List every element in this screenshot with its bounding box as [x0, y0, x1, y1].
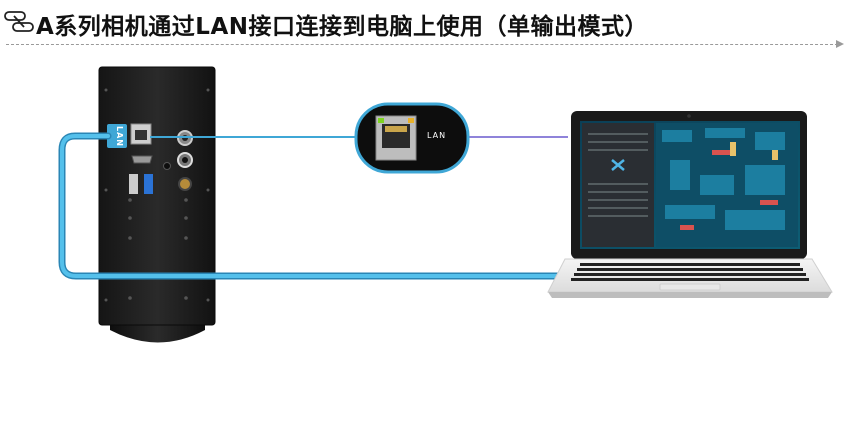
link-icon	[4, 11, 34, 32]
camera-body	[98, 66, 216, 326]
lan-plug-label: LAN	[115, 126, 124, 147]
usb-port-icon	[129, 174, 138, 194]
power-port-icon	[178, 177, 192, 191]
lan-cable	[58, 132, 574, 280]
camera-device	[98, 66, 216, 343]
callout-lan-label: LAN	[427, 131, 447, 140]
usb3-port-icon	[144, 174, 153, 194]
header: A系列相机通过LAN接口连接到电脑上使用（单输出模式）	[0, 0, 860, 50]
hdmi-port-icon	[131, 155, 153, 164]
divider-arrow-icon	[836, 40, 844, 48]
lan-plug	[107, 124, 127, 148]
lan-port-callout	[354, 102, 470, 174]
laptop-icon	[547, 111, 833, 298]
header-divider	[6, 44, 838, 45]
mounting-holes	[104, 88, 210, 302]
page-title: A系列相机通过LAN接口连接到电脑上使用（单输出模式）	[36, 14, 649, 40]
